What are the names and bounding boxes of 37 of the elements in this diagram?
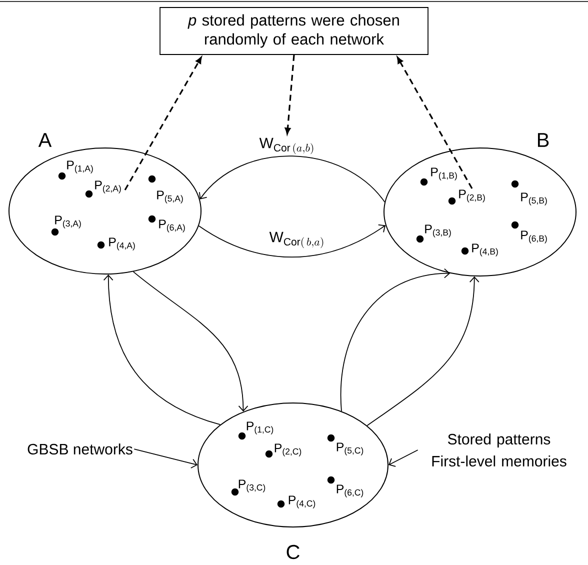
weight-label: $\mathrm{W}_{\mathrm{Cor}\,(a,b)}$ <box>259 138 314 154</box>
pattern-label: P$_{(1,B)}$ <box>431 168 457 180</box>
arrow <box>340 268 450 412</box>
pattern-label: P$_{(3,C)}$ <box>238 480 266 492</box>
pattern-label: P$_{(1,A)}$ <box>67 160 93 174</box>
pattern-label: P$_{(1,C)}$ <box>246 422 274 434</box>
annotation-text: GBSB networks <box>28 444 132 454</box>
arrow <box>388 450 418 467</box>
pattern-label: P$_{(2,C)}$ <box>274 444 302 456</box>
arrow <box>366 276 480 426</box>
pattern-label: P$_{(5,C)}$ <box>336 442 364 456</box>
pattern-label: P$_{(4,C)}$ <box>288 496 316 508</box>
arrow <box>396 56 473 189</box>
arrow <box>132 271 248 412</box>
arrow <box>284 54 295 134</box>
network-label: B <box>538 133 549 147</box>
pattern-label: P$_{(6,B)}$ <box>521 230 547 244</box>
pattern-label: P$_{(6,C)}$ <box>336 484 364 498</box>
pattern-label: P$_{(5,A)}$ <box>157 190 183 204</box>
text-box: p stored patterns were chosen randomly of each network <box>160 7 428 55</box>
arrow <box>103 274 221 426</box>
arrow <box>198 224 386 258</box>
pattern-label: P$_{(6,A)}$ <box>159 220 185 232</box>
pattern-label: P$_{(2,B)}$ <box>459 190 485 202</box>
pattern-label: P$_{(3,A)}$ <box>55 216 81 228</box>
pattern-label: P$_{(4,B)}$ <box>472 244 498 256</box>
pattern-label: P$_{(3,B)}$ <box>425 224 451 238</box>
pattern-label: P$_{(2,A)}$ <box>95 180 121 194</box>
pattern-label: P$_{(4,A)}$ <box>109 238 135 250</box>
arrow <box>198 156 386 202</box>
arrow <box>134 448 198 468</box>
network-label: C <box>286 544 300 560</box>
network-label: A <box>38 133 52 147</box>
edge-label: $\mathrm{W}_{\mathrm{Cor}(\,b,a)}$ <box>268 230 326 250</box>
annotation-text: Stored patterns First-level memories <box>432 434 566 466</box>
arrow <box>124 56 202 190</box>
pattern-label: P$_{(5,B)}$ <box>521 192 547 206</box>
